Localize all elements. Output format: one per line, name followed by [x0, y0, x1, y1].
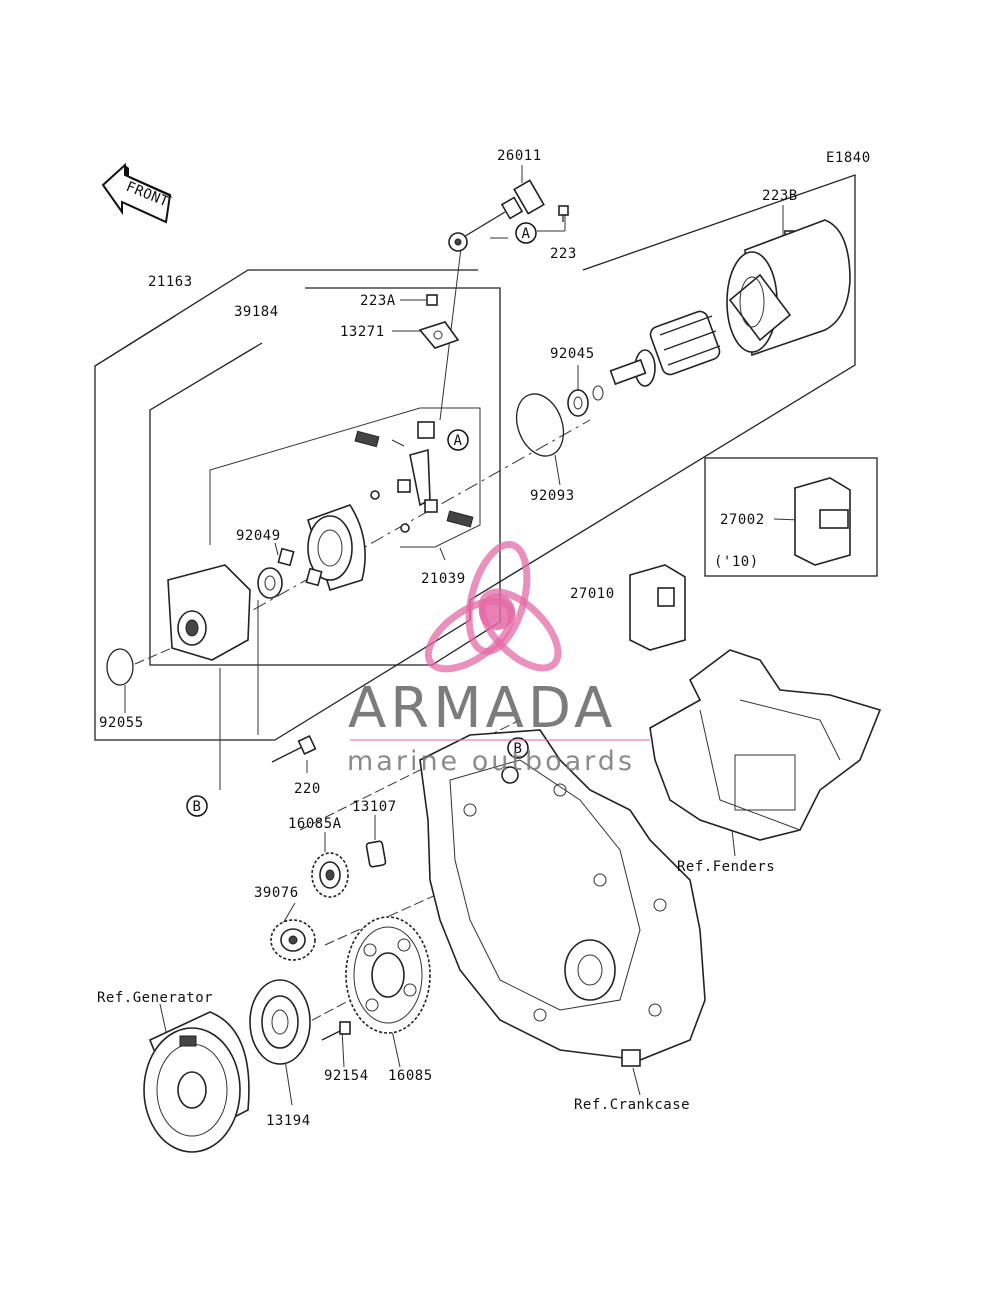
label-ref-crankcase: Ref.Crankcase	[574, 1097, 690, 1113]
part-generator-flywheel	[143, 1011, 250, 1153]
label-92154: 92154	[324, 1068, 369, 1084]
label-223: 223	[550, 246, 577, 262]
armada-logo	[424, 540, 562, 673]
label-13271: 13271	[340, 324, 385, 340]
part-223-screw	[558, 205, 569, 222]
part-fender-bracket	[649, 649, 882, 841]
watermark-title: ARMADA	[348, 676, 616, 741]
label-13107: 13107	[352, 799, 397, 815]
part-26011-lead	[448, 179, 545, 252]
part-27002-relay	[794, 477, 851, 566]
part-220-bolt	[271, 735, 317, 763]
callout-a-upper: A	[515, 222, 537, 244]
label-16085: 16085	[388, 1068, 433, 1084]
part-labels: 26011 223 223B 21163 39184 223A 13271 92…	[97, 148, 798, 1129]
part-92045-bearing	[567, 385, 604, 417]
part-92049-seal	[257, 547, 323, 599]
callout-b-crankcase: B	[507, 737, 529, 759]
svg-text:A: A	[454, 433, 463, 449]
svg-text:B: B	[514, 741, 523, 757]
part-13107-pin	[365, 840, 387, 868]
watermark-subtitle: marine outboards	[347, 746, 635, 777]
label-21039: 21039	[421, 571, 466, 587]
part-brush-plate	[307, 504, 366, 592]
label-92055: 92055	[99, 715, 144, 731]
label-39184: 39184	[234, 304, 279, 320]
svg-text:A: A	[522, 226, 531, 242]
part-92154-bolt	[321, 1021, 351, 1041]
svg-text:B: B	[193, 799, 202, 815]
label-27002: 27002	[720, 512, 765, 528]
box-27002	[704, 457, 878, 577]
part-13194-clutch	[249, 979, 311, 1065]
label-16085A: 16085A	[288, 816, 342, 832]
callout-a-lower: A	[447, 429, 469, 451]
part-21039-brush-holder	[354, 421, 474, 533]
part-39184-end-cover	[167, 564, 251, 661]
label-92045: 92045	[550, 346, 595, 362]
label-92093: 92093	[530, 488, 575, 504]
part-armature	[609, 310, 721, 387]
label-ref-generator: Ref.Generator	[97, 990, 213, 1006]
diagram-code: E1840	[826, 150, 871, 166]
label-39076: 39076	[254, 885, 299, 901]
label-13194: 13194	[266, 1113, 311, 1129]
label-21163: 21163	[148, 274, 193, 290]
part-92055-o-ring	[106, 648, 134, 686]
part-39076-gear	[270, 919, 316, 961]
label-27002-note: ('10)	[714, 554, 759, 570]
label-27010: 27010	[570, 586, 615, 602]
label-223A: 223A	[360, 293, 396, 309]
part-crankcase	[419, 729, 706, 1067]
label-92049: 92049	[236, 528, 281, 544]
label-ref-fenders: Ref.Fenders	[677, 859, 775, 875]
callout-b-left: B	[186, 795, 208, 817]
label-220: 220	[294, 781, 321, 797]
front-arrow-icon: FRONT	[101, 162, 173, 224]
part-starter-motor	[726, 219, 851, 357]
part-27010-relay	[629, 564, 686, 651]
label-223B: 223B	[762, 188, 798, 204]
part-223A-13271	[418, 294, 460, 349]
assembly-outlines	[94, 174, 878, 741]
part-16085-gear	[345, 916, 431, 1034]
label-26011: 26011	[497, 148, 542, 164]
part-92093-o-ring	[515, 393, 565, 457]
part-16085A-gear	[311, 852, 349, 898]
